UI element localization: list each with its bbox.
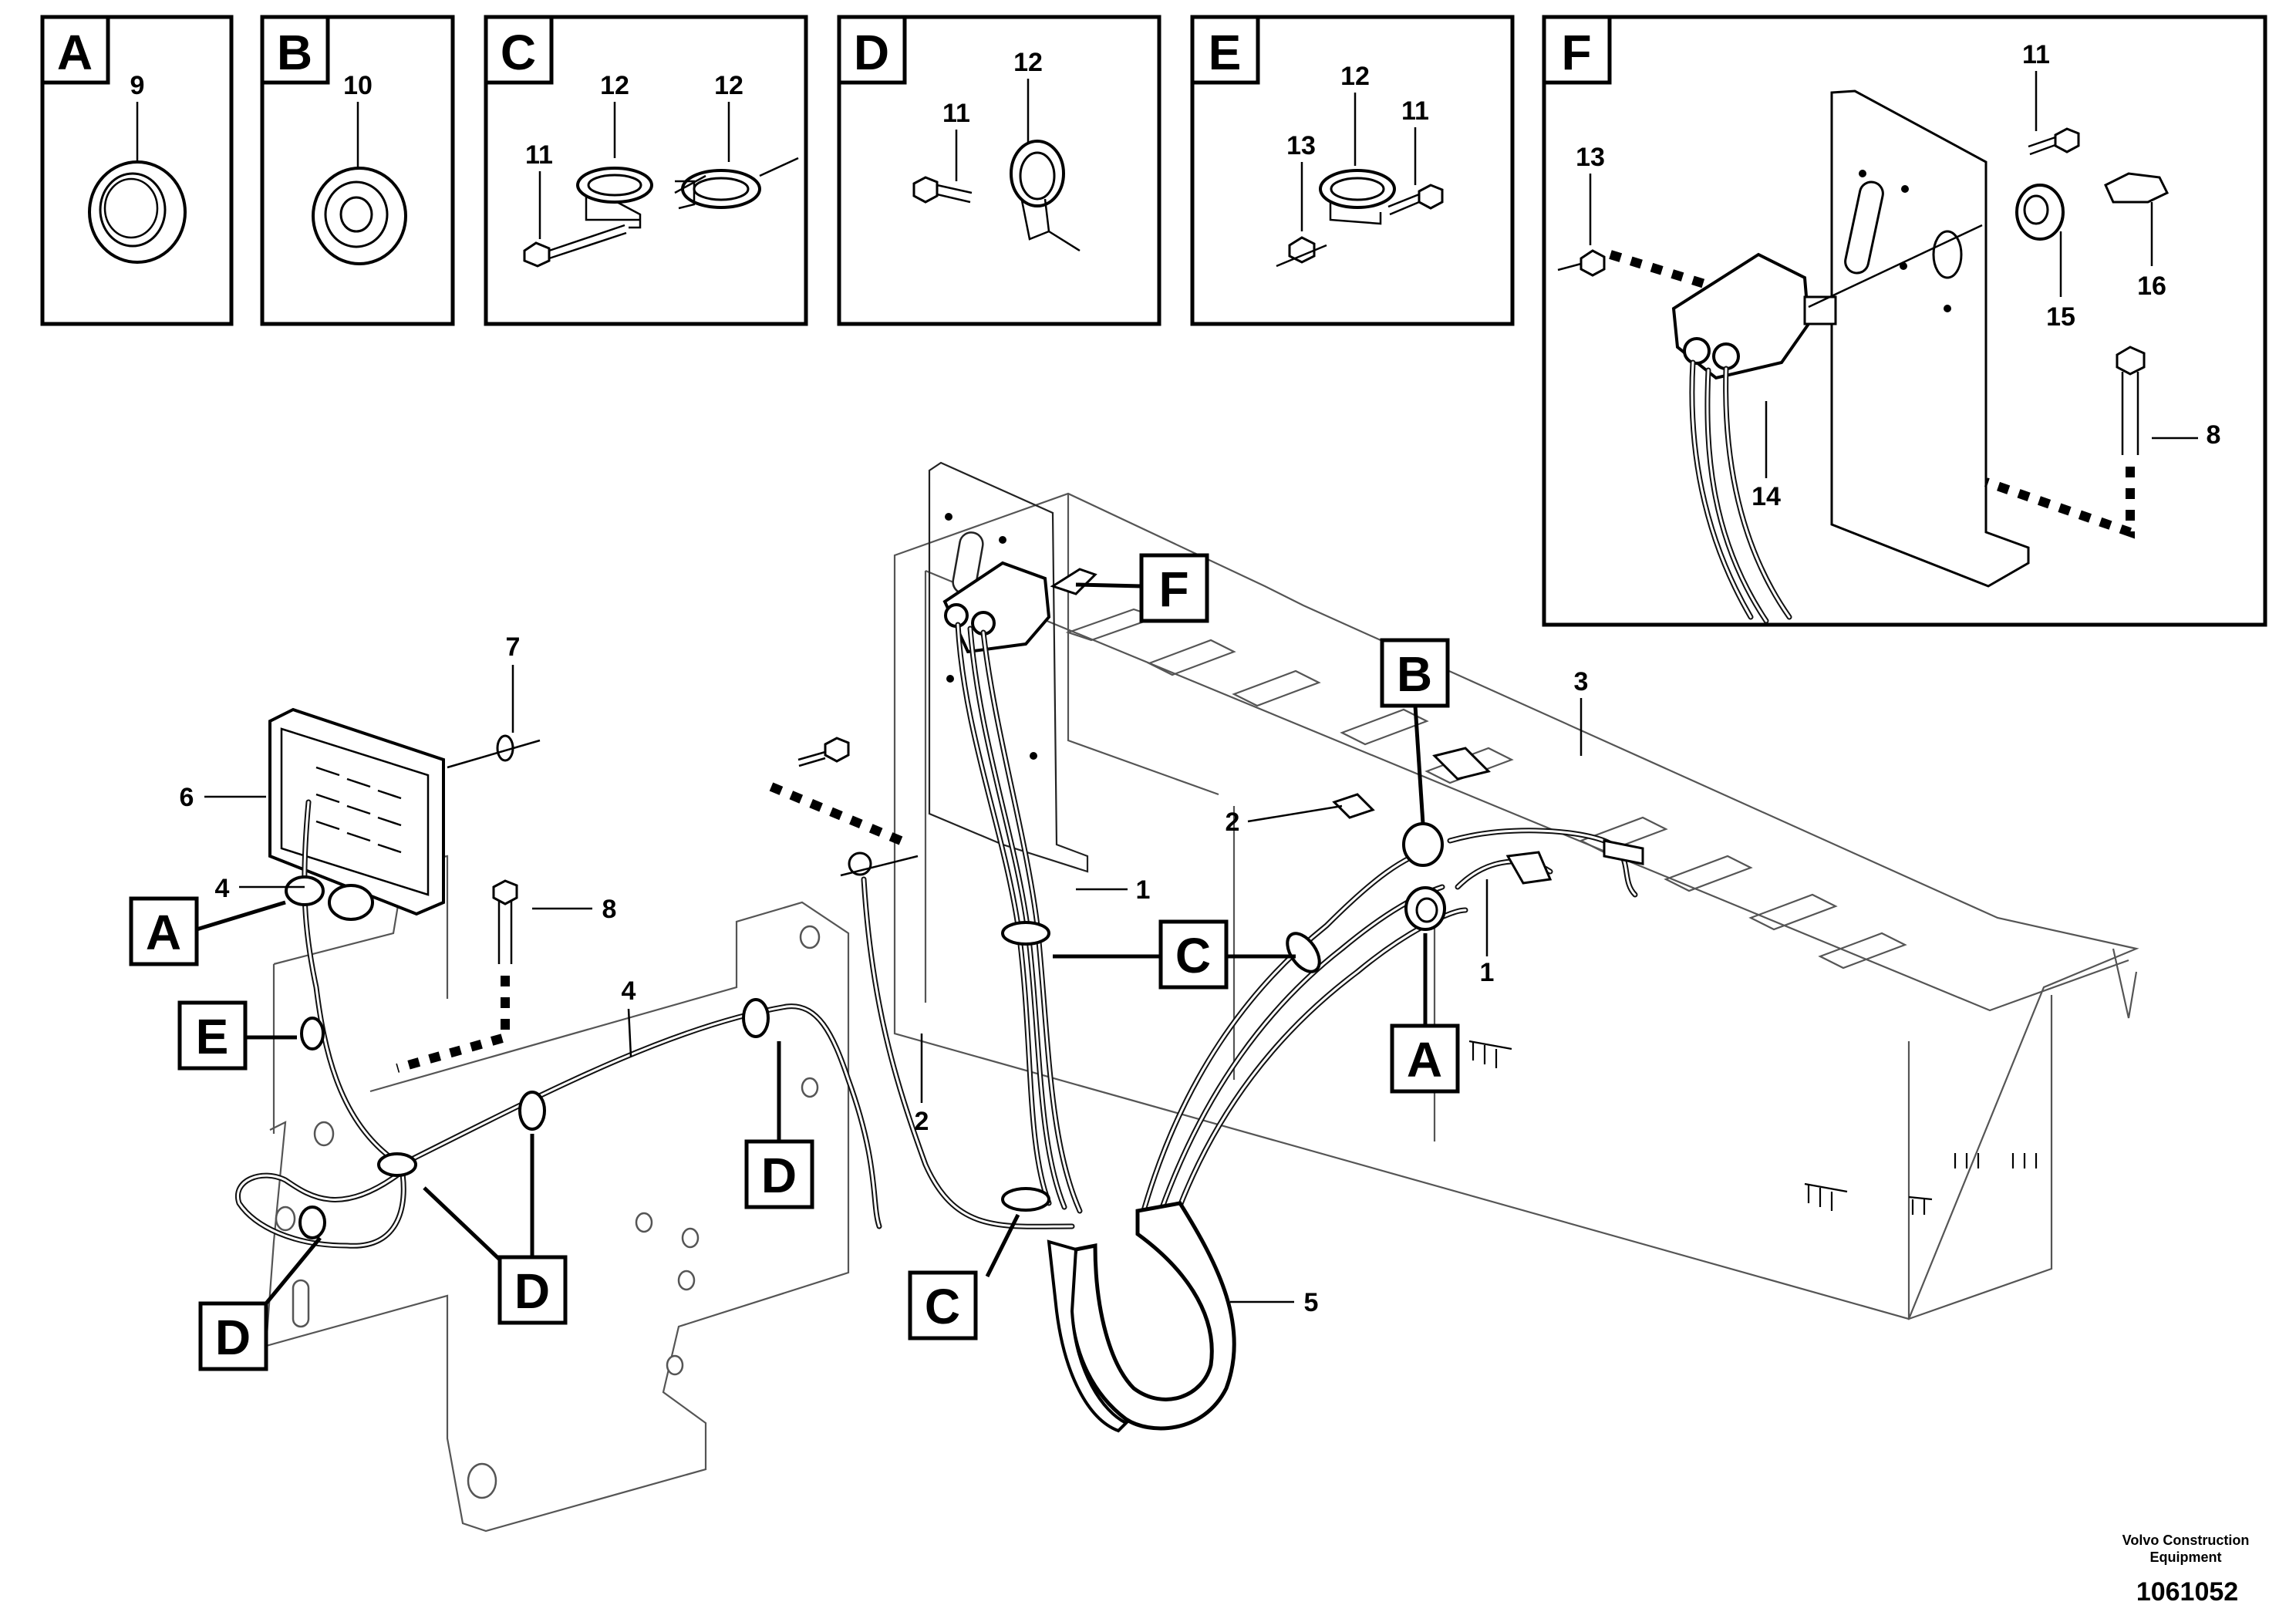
brand-line-2: Equipment — [2150, 1549, 2222, 1565]
part-number-13: 13 — [1576, 143, 1605, 172]
cable-terminals — [848, 747, 1644, 885]
clamp-part-12-open — [576, 167, 653, 229]
part-number-11: 11 — [1401, 96, 1429, 126]
battery-box — [893, 492, 2139, 1320]
clamp-part-12-closed — [674, 157, 799, 210]
part-number-14: 14 — [1752, 482, 1781, 511]
callout-letter-c: C — [925, 1279, 960, 1334]
callout-letter-a: A — [146, 905, 181, 960]
callout-letter-e: E — [196, 1009, 229, 1064]
callout-d-bottom-left: D — [198, 1236, 322, 1371]
callout-c-center: C — [1053, 919, 1296, 990]
part-number-2: 2 — [915, 1107, 929, 1136]
callout-e: E — [177, 1000, 297, 1071]
part-number-8: 8 — [2207, 420, 2221, 450]
clamp-part-12 — [1319, 169, 1396, 225]
detail-letter-d: D — [854, 25, 889, 80]
callout-letter-a: A — [1407, 1032, 1442, 1088]
grommet-part-9 — [88, 160, 187, 264]
part-number-11: 11 — [942, 99, 970, 128]
part-number-2: 2 — [1226, 808, 1240, 837]
main-part-numbers: 7 6 4 8 4 2 1 3 2 1 5 1 2 — [180, 632, 1589, 1317]
callout-a-left: A — [129, 896, 286, 966]
part-number-1: 1 — [1480, 958, 1495, 987]
bolt-part-11 — [1387, 184, 1444, 216]
part-number-11: 11 — [2022, 40, 2050, 69]
callout-c-lower: C — [908, 1213, 1020, 1340]
part-number-10: 10 — [343, 71, 373, 100]
part-number-13: 13 — [1286, 131, 1316, 160]
mounting-bracket — [1830, 89, 2030, 588]
part-number-11: 11 — [525, 140, 553, 170]
part-number-7: 7 — [506, 632, 521, 662]
callout-d-center-left: D — [423, 1134, 568, 1325]
bolt-part-11 — [2028, 71, 2080, 156]
detail-letter-a: A — [57, 25, 93, 80]
key-part-16 — [2104, 172, 2170, 266]
footer: Volvo Construction Equipment 1061052 — [2122, 1533, 2250, 1607]
part-number-12: 12 — [1013, 48, 1043, 77]
callout-b: B — [1380, 638, 1450, 824]
part-number-5: 5 — [1304, 1288, 1319, 1317]
nut-part-13 — [1276, 236, 1327, 268]
detail-panel-f: F 11 13 16 15 8 14 — [1542, 15, 2267, 627]
detail-letter-f: F — [1561, 25, 1591, 80]
callout-a-right: A — [1390, 933, 1460, 1094]
callout-letter-d: D — [215, 1310, 251, 1365]
callout-letter-b: B — [1397, 646, 1432, 702]
part-number-6: 6 — [180, 783, 194, 812]
callout-f: F — [1075, 553, 1209, 623]
part-number-12: 12 — [1340, 62, 1370, 91]
callout-letter-d: D — [761, 1148, 797, 1203]
detail-panel-b: B 10 — [260, 15, 455, 326]
part-number-12-a: 12 — [600, 71, 629, 100]
part-number-8: 8 — [602, 895, 617, 924]
brand-line-1: Volvo Construction — [2122, 1533, 2250, 1548]
part-number-1: 1 — [1136, 875, 1151, 905]
part-number-12-b: 12 — [714, 71, 743, 100]
callout-d-mid: D — [744, 1041, 814, 1209]
bolt-part-8 — [1984, 346, 2198, 539]
detail-panel-a: A 9 — [40, 15, 234, 326]
callout-letter-f: F — [1158, 561, 1188, 617]
bolt-part-11 — [912, 176, 973, 204]
battery-grommets — [285, 822, 1446, 931]
part-number-16: 16 — [2137, 271, 2166, 301]
detail-panel-c: C 12 12 11 — [484, 15, 808, 326]
cable-clamps — [298, 921, 1321, 1239]
callout-letter-c: C — [1175, 928, 1211, 983]
part-number-9: 9 — [130, 71, 145, 100]
detail-letter-b: B — [277, 25, 312, 80]
detail-panel-e: E 12 13 11 — [1190, 15, 1515, 326]
battery-disconnect-switch-part-14 — [1671, 252, 1837, 624]
detail-panel-d: D 12 11 — [837, 15, 1161, 326]
part-number-4: 4 — [215, 874, 230, 903]
clamp-part-12 — [1010, 140, 1081, 252]
bushing-part-15 — [2015, 184, 2065, 297]
part-number-15: 15 — [2046, 302, 2075, 332]
document-number: 1061052 — [2136, 1577, 2238, 1607]
callout-letter-d: D — [514, 1263, 550, 1319]
protective-sleeve-part-5 — [1047, 1201, 1236, 1433]
nut-part-13 — [1557, 174, 1706, 288]
part-number-4: 4 — [622, 976, 636, 1006]
battery-cell-tabs — [1065, 608, 1907, 969]
fuse-box-part-6 — [268, 707, 445, 916]
part-number-3: 3 — [1574, 667, 1589, 696]
battery-box-clips — [1468, 1040, 2038, 1215]
switch-bracket — [928, 461, 1097, 873]
detail-letter-c: C — [501, 25, 536, 80]
detail-letter-e: E — [1209, 25, 1242, 80]
bolt-part-11 — [523, 224, 627, 268]
main-fasteners — [396, 734, 919, 1073]
grommet-part-10 — [312, 167, 407, 265]
